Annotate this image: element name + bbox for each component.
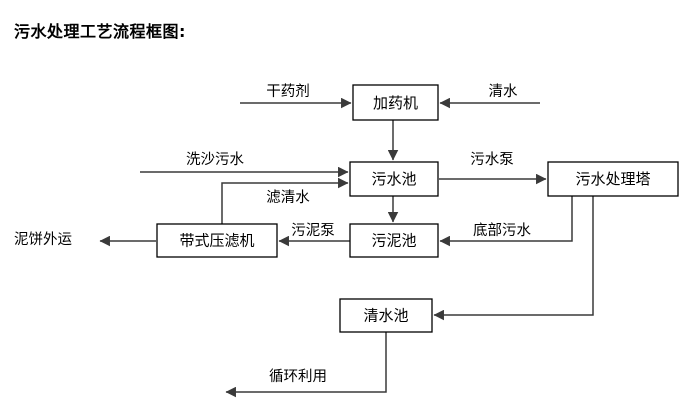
node-sludge-pool[interactable]: 污泥池	[349, 223, 439, 258]
edge-label-sewage-pump: 污水泵	[470, 151, 514, 168]
edge-label-recycling-reuse: 循环利用	[269, 368, 327, 385]
edge-label-sand-wash-sewage: 洗沙污水	[186, 151, 244, 168]
edge-label-dry-chemical: 干药剂	[266, 83, 310, 100]
edge-filtered-clear-water-to-sewage-pool	[221, 177, 349, 224]
edge-treatment-tower-to-clear-water-pool	[433, 196, 594, 321]
node-label-sludge-pool: 污泥池	[371, 232, 416, 250]
node-treatment-tower[interactable]: 污水处理塔	[547, 161, 679, 197]
edge-label-bottom-sewage: 底部污水	[473, 222, 531, 239]
node-label-sewage-pool: 污水池	[371, 170, 416, 188]
edge-bottom-sewage-to-sludge-pool	[439, 196, 573, 247]
node-label-treatment-tower: 污水处理塔	[575, 170, 650, 188]
node-label-clear-water-pool: 清水池	[363, 307, 408, 325]
node-dosing-machine[interactable]: 加药机	[352, 84, 439, 121]
edge-label-filtered-clear-water: 滤清水	[266, 189, 310, 206]
node-label-dosing-machine: 加药机	[373, 94, 418, 112]
page-title: 污水处理工艺流程框图:	[14, 22, 186, 41]
edge-clear-water-pool-to-recycling	[225, 332, 387, 398]
node-sewage-pool[interactable]: 污水池	[349, 161, 439, 197]
node-label-belt-filter-press: 带式压滤机	[179, 232, 254, 250]
edge-label-clean-water: 清水	[489, 83, 518, 100]
edge-label-sludge-pump: 污泥泵	[291, 222, 335, 239]
node-belt-filter-press[interactable]: 带式压滤机	[156, 223, 278, 258]
node-clear-water-pool[interactable]: 清水池	[339, 298, 433, 333]
terminal-label-mud-cake-outbound: 泥饼外运	[14, 231, 72, 248]
